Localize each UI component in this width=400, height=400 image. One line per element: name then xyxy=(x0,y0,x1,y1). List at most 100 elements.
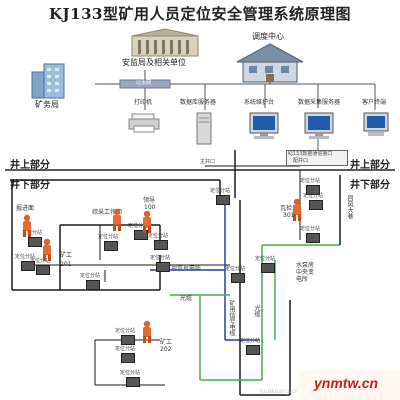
substation-label: 定位分站 xyxy=(15,254,36,260)
substation-box-icon xyxy=(231,273,245,283)
data-collector-label: 数据采集服务器 xyxy=(298,99,341,106)
ethernet-label: 以太网 xyxy=(136,80,152,86)
substation-box-icon xyxy=(261,263,275,273)
positioning-substation: 定位分站 xyxy=(15,254,39,271)
substation-label: 定位分站 xyxy=(240,338,261,344)
client-terminal-label: 客户终端 xyxy=(362,99,387,106)
positioning-substation: 定位分站 xyxy=(30,258,54,275)
positioning-substation: 定位分站 xyxy=(22,230,46,247)
dispatch-house-icon xyxy=(236,43,304,83)
worker1-id-label: 201 xyxy=(60,261,72,268)
substation-box-icon xyxy=(121,353,135,363)
substation-box-icon xyxy=(306,185,320,195)
substation-box-icon xyxy=(216,195,230,205)
worker1-label: 矿工 xyxy=(60,252,73,259)
worker2-id-label: 202 xyxy=(160,346,172,353)
substation-label: 定位分站 xyxy=(120,370,141,376)
interface-box xyxy=(286,150,348,166)
watermark-url: huakuang.cn xyxy=(260,388,299,395)
substation-box-icon xyxy=(121,335,135,345)
leader-id-label: 100 xyxy=(144,204,156,211)
printer-icon xyxy=(128,113,160,133)
mining-face-label: 综采工作面 xyxy=(92,209,123,216)
page-title: KJ133型矿用人员定位安全管理系统原理图 xyxy=(49,5,351,23)
pump-center-label: 水泵房 中央变 电所 xyxy=(296,262,315,284)
substation-label: 定位分站 xyxy=(128,223,149,229)
substation-box-icon xyxy=(21,261,35,271)
miner-person-icon xyxy=(43,238,51,261)
miner-person-icon xyxy=(113,208,121,231)
substation-label: 定位分站 xyxy=(303,193,324,199)
positioning-substation: 定位分站 xyxy=(303,193,327,210)
substation-box-icon xyxy=(126,377,140,387)
substation-box-icon xyxy=(246,345,260,355)
server-tower-icon xyxy=(196,112,212,145)
brand-badge xyxy=(300,370,400,400)
sys-maint-label: 系统维护台 xyxy=(244,99,275,106)
positioning-substation: 定位分站 xyxy=(225,266,249,283)
surface-label-right: 井上部分 xyxy=(350,160,390,171)
brand-label: ynmtw.cn xyxy=(314,375,379,391)
positioning-substation: 定位分站 xyxy=(128,223,152,240)
surface-label-left: 井上部分 xyxy=(10,160,50,171)
substation-box-icon xyxy=(104,241,118,251)
main-port-label: 主并口 xyxy=(200,159,216,165)
positioning-substation: 定位分站 xyxy=(300,178,324,195)
substation-label: 定位分站 xyxy=(210,188,231,194)
positioning-substation: 定位分站 xyxy=(120,370,144,387)
miner-person-icon xyxy=(143,210,151,233)
db-server-label: 数据库服务器 xyxy=(180,99,217,106)
positioning-substation: 定位分站 xyxy=(115,328,139,345)
mine-bureau-label: 矿务局 xyxy=(35,100,59,109)
substation-box-icon xyxy=(134,230,148,240)
underground-label-left: 井下部分 xyxy=(10,180,50,191)
positioning-substation: 定位分站 xyxy=(300,226,324,243)
positioning-substation: 定位分站 xyxy=(148,233,172,250)
substation-label: 定位分站 xyxy=(30,258,51,264)
monitor-icon xyxy=(249,112,279,139)
substation-label: 定位分站 xyxy=(22,230,43,236)
substation-label: 定位分站 xyxy=(115,328,136,334)
substation-box-icon xyxy=(154,240,168,250)
positioning-substation: 定位分站 xyxy=(240,338,264,355)
substation-label: 定位分站 xyxy=(148,233,169,239)
fiber-label: 光缆 xyxy=(180,295,193,302)
miner-person-icon xyxy=(293,198,301,221)
substation-box-icon xyxy=(156,262,170,272)
positioning-substation: 定位分站 xyxy=(115,346,139,363)
substation-box-icon xyxy=(28,237,42,247)
substation-label: 定位分站 xyxy=(225,266,246,272)
inspector-label: 瓦检员 xyxy=(280,205,299,212)
office-building-icon xyxy=(31,63,65,99)
collector-monitor-icon xyxy=(304,112,334,139)
substation-box-icon xyxy=(86,280,100,290)
supervision-bureau-label: 安监局及相关单位 xyxy=(122,58,186,67)
comm-cable-label: 矿用信号电缆 xyxy=(165,265,202,272)
miner-person-icon xyxy=(23,214,31,237)
underground-label-right: 井下部分 xyxy=(350,180,390,191)
substation-label: 定位分站 xyxy=(80,273,101,279)
positioning-substation: 定位分站 xyxy=(80,273,104,290)
miner-person-icon xyxy=(143,320,151,343)
substation-box-icon xyxy=(309,200,323,210)
government-building-icon xyxy=(131,28,199,57)
substation-label: 定位分站 xyxy=(255,256,276,262)
substation-label: 定位分站 xyxy=(115,346,136,352)
client-terminal-icon xyxy=(363,112,389,136)
leader-label: 领导 xyxy=(143,197,156,204)
return-air-label: 回风大巷 xyxy=(346,195,353,219)
pairing-label: 配并口 xyxy=(293,158,309,164)
positioning-substation: 定位分站 xyxy=(98,235,122,251)
positioning-substation: 定位分站 xyxy=(150,256,174,272)
printer-label: 打印机 xyxy=(134,99,153,106)
interface-label: KJ133数据通信接口 xyxy=(288,151,333,157)
substation-label: 定位分站 xyxy=(300,178,321,184)
positioning-substation: 定位分站 xyxy=(255,256,279,273)
positioning-substation: 定位分站 xyxy=(210,188,234,205)
substation-box-icon xyxy=(36,265,50,275)
tunneling-face-label: 掘进面 xyxy=(16,205,35,212)
cable-vertical-label: 矿用信号电缆 xyxy=(228,300,235,336)
substation-label: 定位分站 xyxy=(300,226,321,232)
